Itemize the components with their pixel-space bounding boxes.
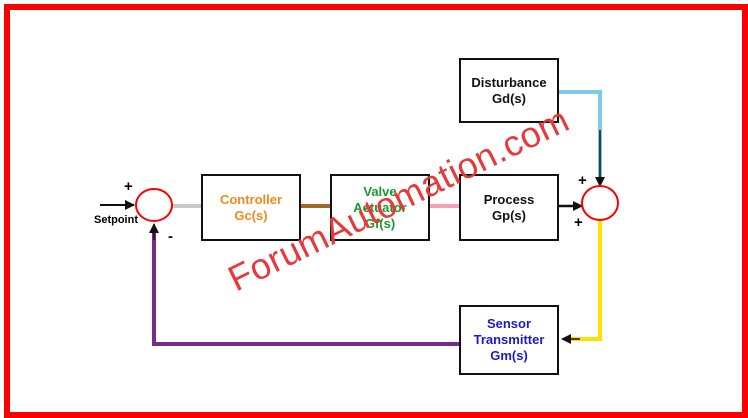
left-minus-sign: - bbox=[168, 228, 173, 245]
disturbance-title: Disturbance bbox=[471, 74, 547, 90]
red-border-frame bbox=[4, 4, 748, 418]
process-transfer-function: Gp(s) bbox=[492, 207, 526, 223]
controller-transfer-function: Gc(s) bbox=[234, 207, 268, 223]
disturbance-block: Disturbance Gd(s) bbox=[459, 58, 559, 123]
disturbance-transfer-function: Gd(s) bbox=[492, 90, 526, 106]
sensor-transfer-function: Gm(s) bbox=[490, 348, 528, 363]
transmitter-title: Transmitter bbox=[473, 332, 545, 347]
process-block: Process Gp(s) bbox=[459, 174, 559, 241]
summing-junction-right bbox=[581, 185, 619, 221]
wire-feedback bbox=[152, 230, 459, 346]
right-plus-bottom-sign: + bbox=[574, 214, 583, 231]
controller-title: Controller bbox=[219, 191, 283, 207]
right-plus-top-sign: + bbox=[578, 172, 587, 189]
valve-transfer-function: Gf(s) bbox=[364, 215, 396, 231]
sensor-transmitter-block: Sensor Transmitter Gm(s) bbox=[459, 305, 559, 375]
setpoint-label: Setpoint bbox=[94, 214, 138, 226]
summing-junction-left bbox=[135, 188, 173, 222]
sensor-title: Sensor bbox=[486, 316, 532, 331]
left-plus-sign: + bbox=[124, 178, 133, 195]
controller-block: Controller Gc(s) bbox=[201, 174, 301, 241]
valve-actuator-block: Valve Actuator Gf(s) bbox=[330, 174, 430, 241]
actuator-title: Actuator bbox=[353, 199, 407, 215]
wire-output-sensor bbox=[566, 221, 602, 341]
valve-title: Valve bbox=[363, 183, 397, 199]
process-title: Process bbox=[483, 191, 535, 207]
